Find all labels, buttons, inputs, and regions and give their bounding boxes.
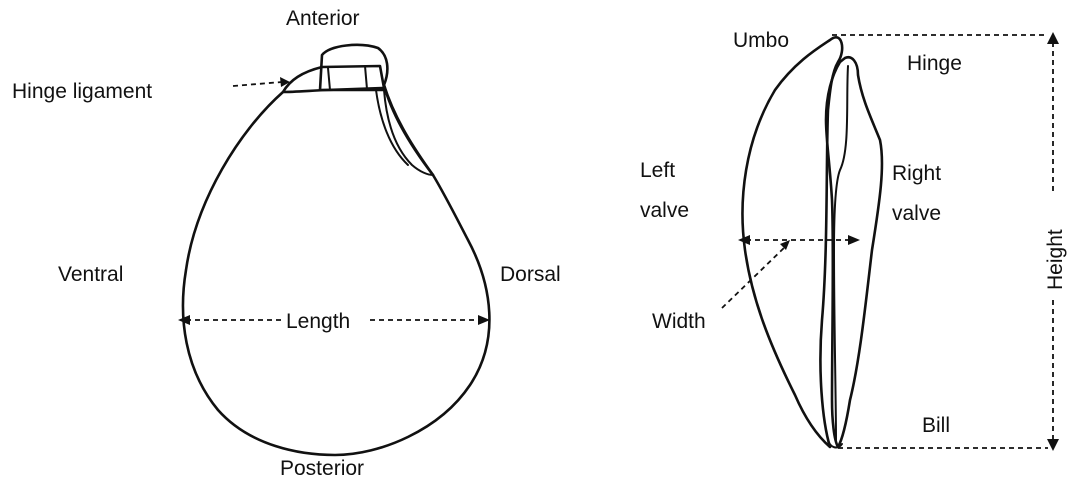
hinge-ligament-arrowhead xyxy=(280,77,290,87)
shell-upper-edge xyxy=(382,83,435,177)
shell-outline xyxy=(181,83,491,457)
label-height: Height xyxy=(1044,229,1067,290)
inner-valve-line-2 xyxy=(375,89,409,166)
label-posterior: Posterior xyxy=(280,457,364,480)
label-umbo: Umbo xyxy=(733,29,789,52)
length-arrowhead-right xyxy=(478,315,490,325)
width-pointer-arrowhead xyxy=(780,240,790,250)
hinge-ligament-structure xyxy=(281,64,386,94)
bill-tip xyxy=(827,439,843,449)
top-view-shell xyxy=(181,43,491,457)
label-hinge-ligament: Hinge ligament xyxy=(12,80,152,103)
label-right-valve-line1: Right xyxy=(892,162,941,185)
ligament-divider-1 xyxy=(327,67,331,91)
width-pointer xyxy=(721,245,787,309)
label-hinge: Hinge xyxy=(907,52,962,75)
height-arrowhead-bottom xyxy=(1047,439,1059,451)
right-valve-outline xyxy=(824,56,884,449)
label-width: Width xyxy=(652,310,706,333)
width-arrowhead-left xyxy=(738,235,750,245)
label-dorsal: Dorsal xyxy=(500,263,561,286)
inner-valve-line xyxy=(383,89,434,176)
height-arrowhead-top xyxy=(1047,32,1059,44)
label-ventral: Ventral xyxy=(58,263,123,286)
label-bill: Bill xyxy=(922,414,950,437)
label-left-valve-line2: valve xyxy=(640,199,689,222)
right-valve-inner xyxy=(832,65,849,441)
label-right-valve-line2: valve xyxy=(892,202,941,225)
width-arrowhead-right xyxy=(848,235,860,245)
label-left-valve-line1: Left xyxy=(640,159,675,182)
hinge-ligament-arrow xyxy=(232,81,283,87)
side-view-shell xyxy=(741,36,884,449)
label-anterior: Anterior xyxy=(286,7,360,30)
left-valve-outline xyxy=(741,36,844,449)
length-arrowhead-left xyxy=(178,315,190,325)
ligament-divider-2 xyxy=(364,65,368,90)
label-length: Length xyxy=(286,310,350,333)
